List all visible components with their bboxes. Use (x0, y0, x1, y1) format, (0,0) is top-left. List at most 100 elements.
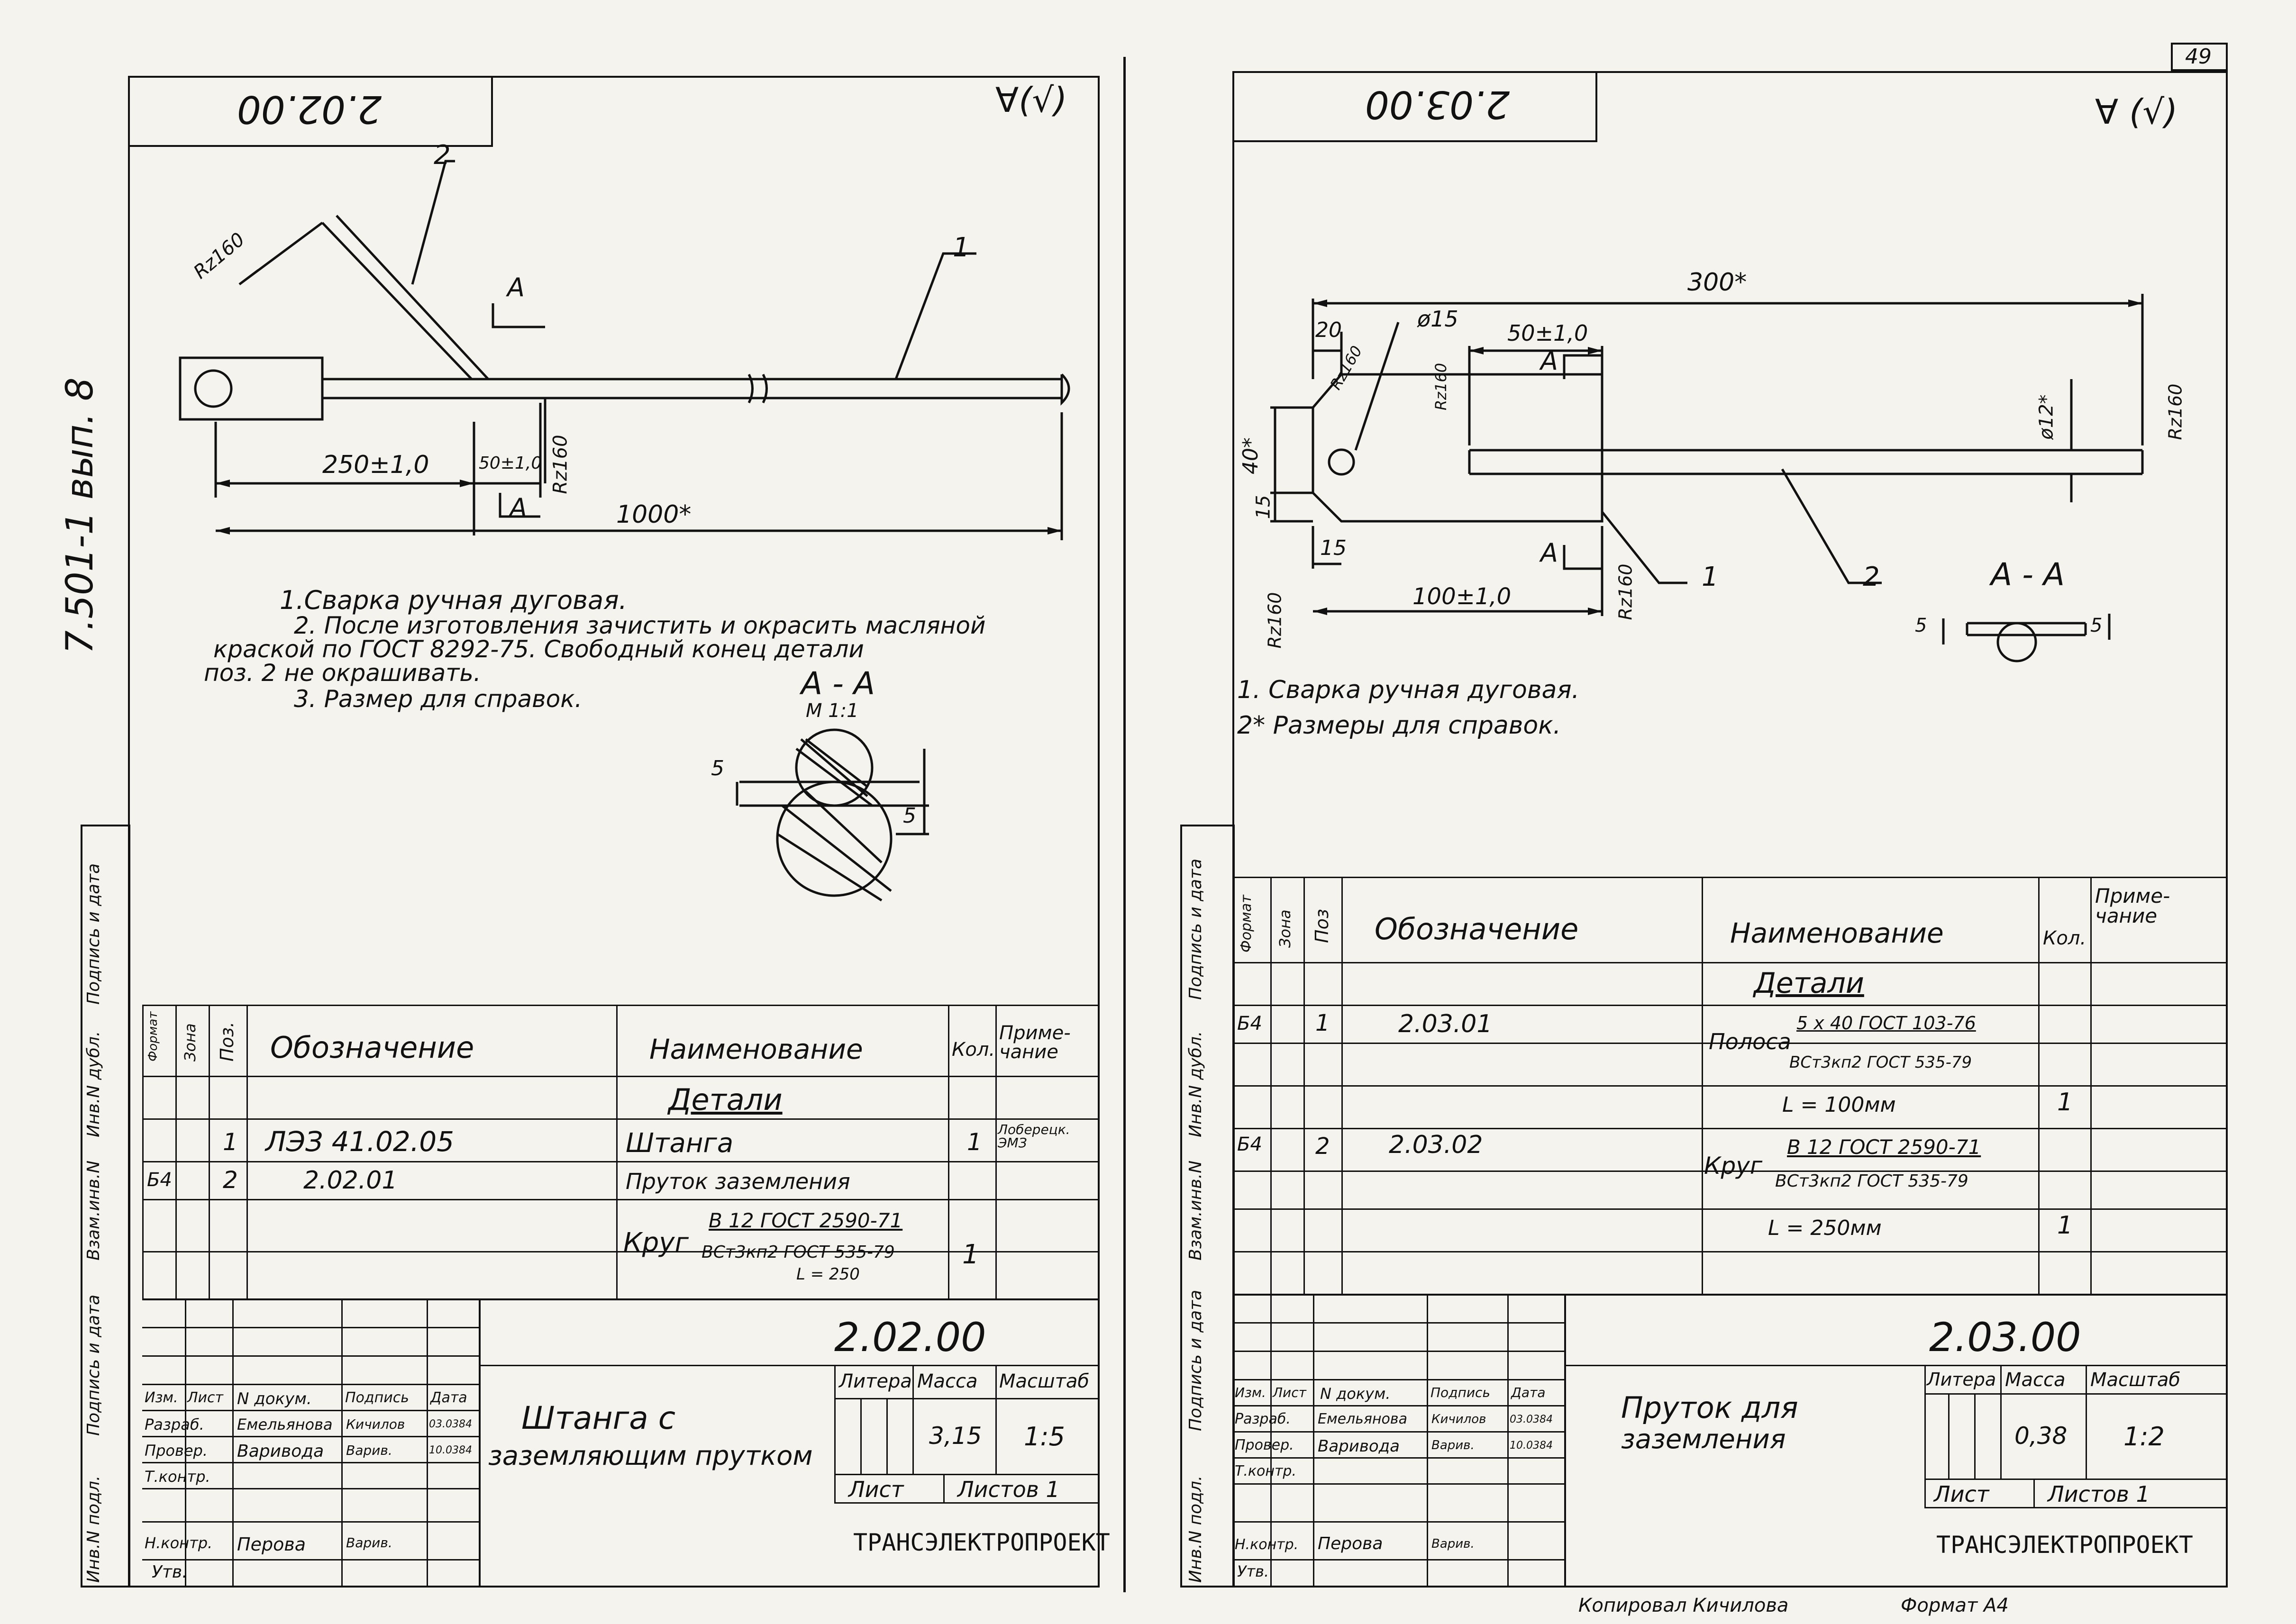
tb-litera: Литера (839, 1370, 912, 1392)
rule (2090, 877, 2092, 1294)
roughness-mark: ∀(√) (995, 80, 1067, 120)
rule (1232, 1559, 1564, 1560)
dim-5: 5 (711, 756, 724, 780)
tb-role: Т.контр. (145, 1468, 210, 1486)
rule (142, 1488, 479, 1489)
dim-1000: 1000* (616, 500, 692, 529)
rule (1974, 1393, 1976, 1479)
rule (860, 1398, 862, 1474)
spec-row-format: Б4 (147, 1169, 172, 1191)
dim-15: 15 (1320, 536, 1347, 560)
rule (948, 1005, 949, 1298)
rule (142, 1436, 479, 1437)
rule (1270, 1294, 1272, 1588)
dim-5: 5 (1915, 615, 1927, 636)
spec-row-pos: 1 (223, 1128, 238, 1156)
tb-role: Н.контр. (145, 1534, 213, 1552)
spec-header-note: Приме-чание (999, 1022, 1071, 1063)
section-scale: М 1:1 (806, 700, 859, 722)
rule (2086, 1365, 2087, 1479)
rule (142, 1355, 479, 1357)
rule (209, 1005, 210, 1298)
spec-row-name-top: 5 х 40 ГОСТ 103-76 (1796, 1013, 1976, 1034)
rule (246, 1005, 248, 1298)
tb-sign: Кичилов (1431, 1412, 1486, 1426)
tb-sign: Варив. (346, 1443, 392, 1458)
krug-bottom: ВСт3кп2 ГОСТ 535-79 (702, 1243, 895, 1262)
rule (1232, 1170, 2228, 1172)
rule (341, 1298, 343, 1588)
tb-role: Утв. (1237, 1562, 1269, 1580)
dim-300: 300* (1687, 268, 1747, 297)
spec-row-designation: ЛЭЗ 41.02.05 (265, 1125, 455, 1158)
tb-massa: 0,38 (2014, 1422, 2068, 1450)
spec-header-name: Наименование (649, 1033, 863, 1065)
spec-row-qty: 1 (2057, 1088, 2073, 1116)
leader-label-1: 1 (1702, 562, 1719, 592)
rule (175, 1005, 177, 1298)
spec-row-name-bottom: ВСт3кп2 ГОСТ 535-79 (1775, 1171, 1968, 1191)
krug-top: В 12 ГОСТ 2590-71 (709, 1209, 903, 1232)
tb-org: ТРАНСЭЛЕКТРОПРОЕКТ (1936, 1531, 2193, 1559)
section-title: А - А (801, 665, 875, 702)
spec-row-name-label: Полоса (1709, 1029, 1791, 1054)
rule (142, 1161, 1100, 1162)
rule (1232, 1005, 2228, 1006)
tb-sign: Варив. (1431, 1537, 1475, 1551)
tb-date: 10.0384 (429, 1444, 472, 1456)
page-number-box (2171, 43, 2228, 71)
spec-row-qty: 1 (2057, 1211, 2073, 1240)
rule (232, 1298, 234, 1588)
spec-header-designation: Обозначение (270, 1030, 474, 1065)
note-line: поз. 2 не окрашивать. (204, 659, 481, 687)
rule (1232, 1431, 1564, 1433)
rule (142, 1521, 479, 1523)
tb-sign: Кичилов (346, 1416, 405, 1432)
krug-label: Круг (623, 1227, 689, 1258)
rule (1924, 1393, 2228, 1395)
spec-header-format: Формат (1238, 895, 1255, 953)
rule (1702, 877, 1703, 1294)
tb-list: Лист (848, 1477, 904, 1502)
tb-massa-label: Масса (917, 1370, 978, 1392)
spec-header-qty: Кол. (2043, 927, 2086, 949)
footer-format: Формат А4 (1901, 1595, 2009, 1616)
spec-row-designation: 2.03.01 (1398, 1010, 1493, 1038)
rule (834, 1474, 1100, 1475)
tb-name: Перова (1318, 1534, 1383, 1553)
rule (142, 1298, 1100, 1300)
section-mark: А (510, 493, 527, 523)
tb-masshtab-label: Масштаб (999, 1370, 1090, 1392)
spec-row-length: L = 250мм (1768, 1216, 1882, 1240)
tb-name: Перова (237, 1534, 306, 1555)
dim-50: 50±1,0 (479, 454, 542, 473)
rule (886, 1398, 888, 1474)
tb-date: 10.0384 (1510, 1440, 1553, 1452)
section-mark: А (1540, 346, 1558, 376)
tb-col-podpis: Подпись (1430, 1385, 1490, 1400)
dim-100: 100±1,0 (1412, 583, 1512, 610)
tb-name: Емельянова (237, 1415, 333, 1433)
rule (1232, 1521, 1564, 1523)
tb-name: Емельянова (1318, 1411, 1407, 1427)
spec-row-name: Штанга (626, 1128, 734, 1159)
rule (912, 1365, 914, 1474)
tb-col-data: Дата (1511, 1385, 1546, 1400)
page-number: 49 (2185, 45, 2212, 69)
tb-role: Провер. (145, 1442, 208, 1460)
rule (1232, 1483, 1564, 1485)
tb-date: 03.0384 (429, 1418, 472, 1430)
tb-col-podpis: Подпись (345, 1389, 409, 1406)
rule (834, 1502, 1100, 1504)
tb-role: Провер. (1235, 1437, 1294, 1453)
rule (1232, 1457, 1564, 1459)
rz-label: Rz160 (1432, 363, 1450, 411)
spec-header-zone: Зона (1276, 909, 1294, 948)
tb-col-ndokum: N докум. (1320, 1385, 1391, 1403)
tb-col-data: Дата (430, 1389, 467, 1406)
note-line: 2. После изготовления зачистить и окраси… (294, 612, 986, 639)
phi-12: ø12* (2035, 394, 2058, 440)
rule (1427, 1294, 1428, 1588)
rule (1948, 1393, 1950, 1479)
